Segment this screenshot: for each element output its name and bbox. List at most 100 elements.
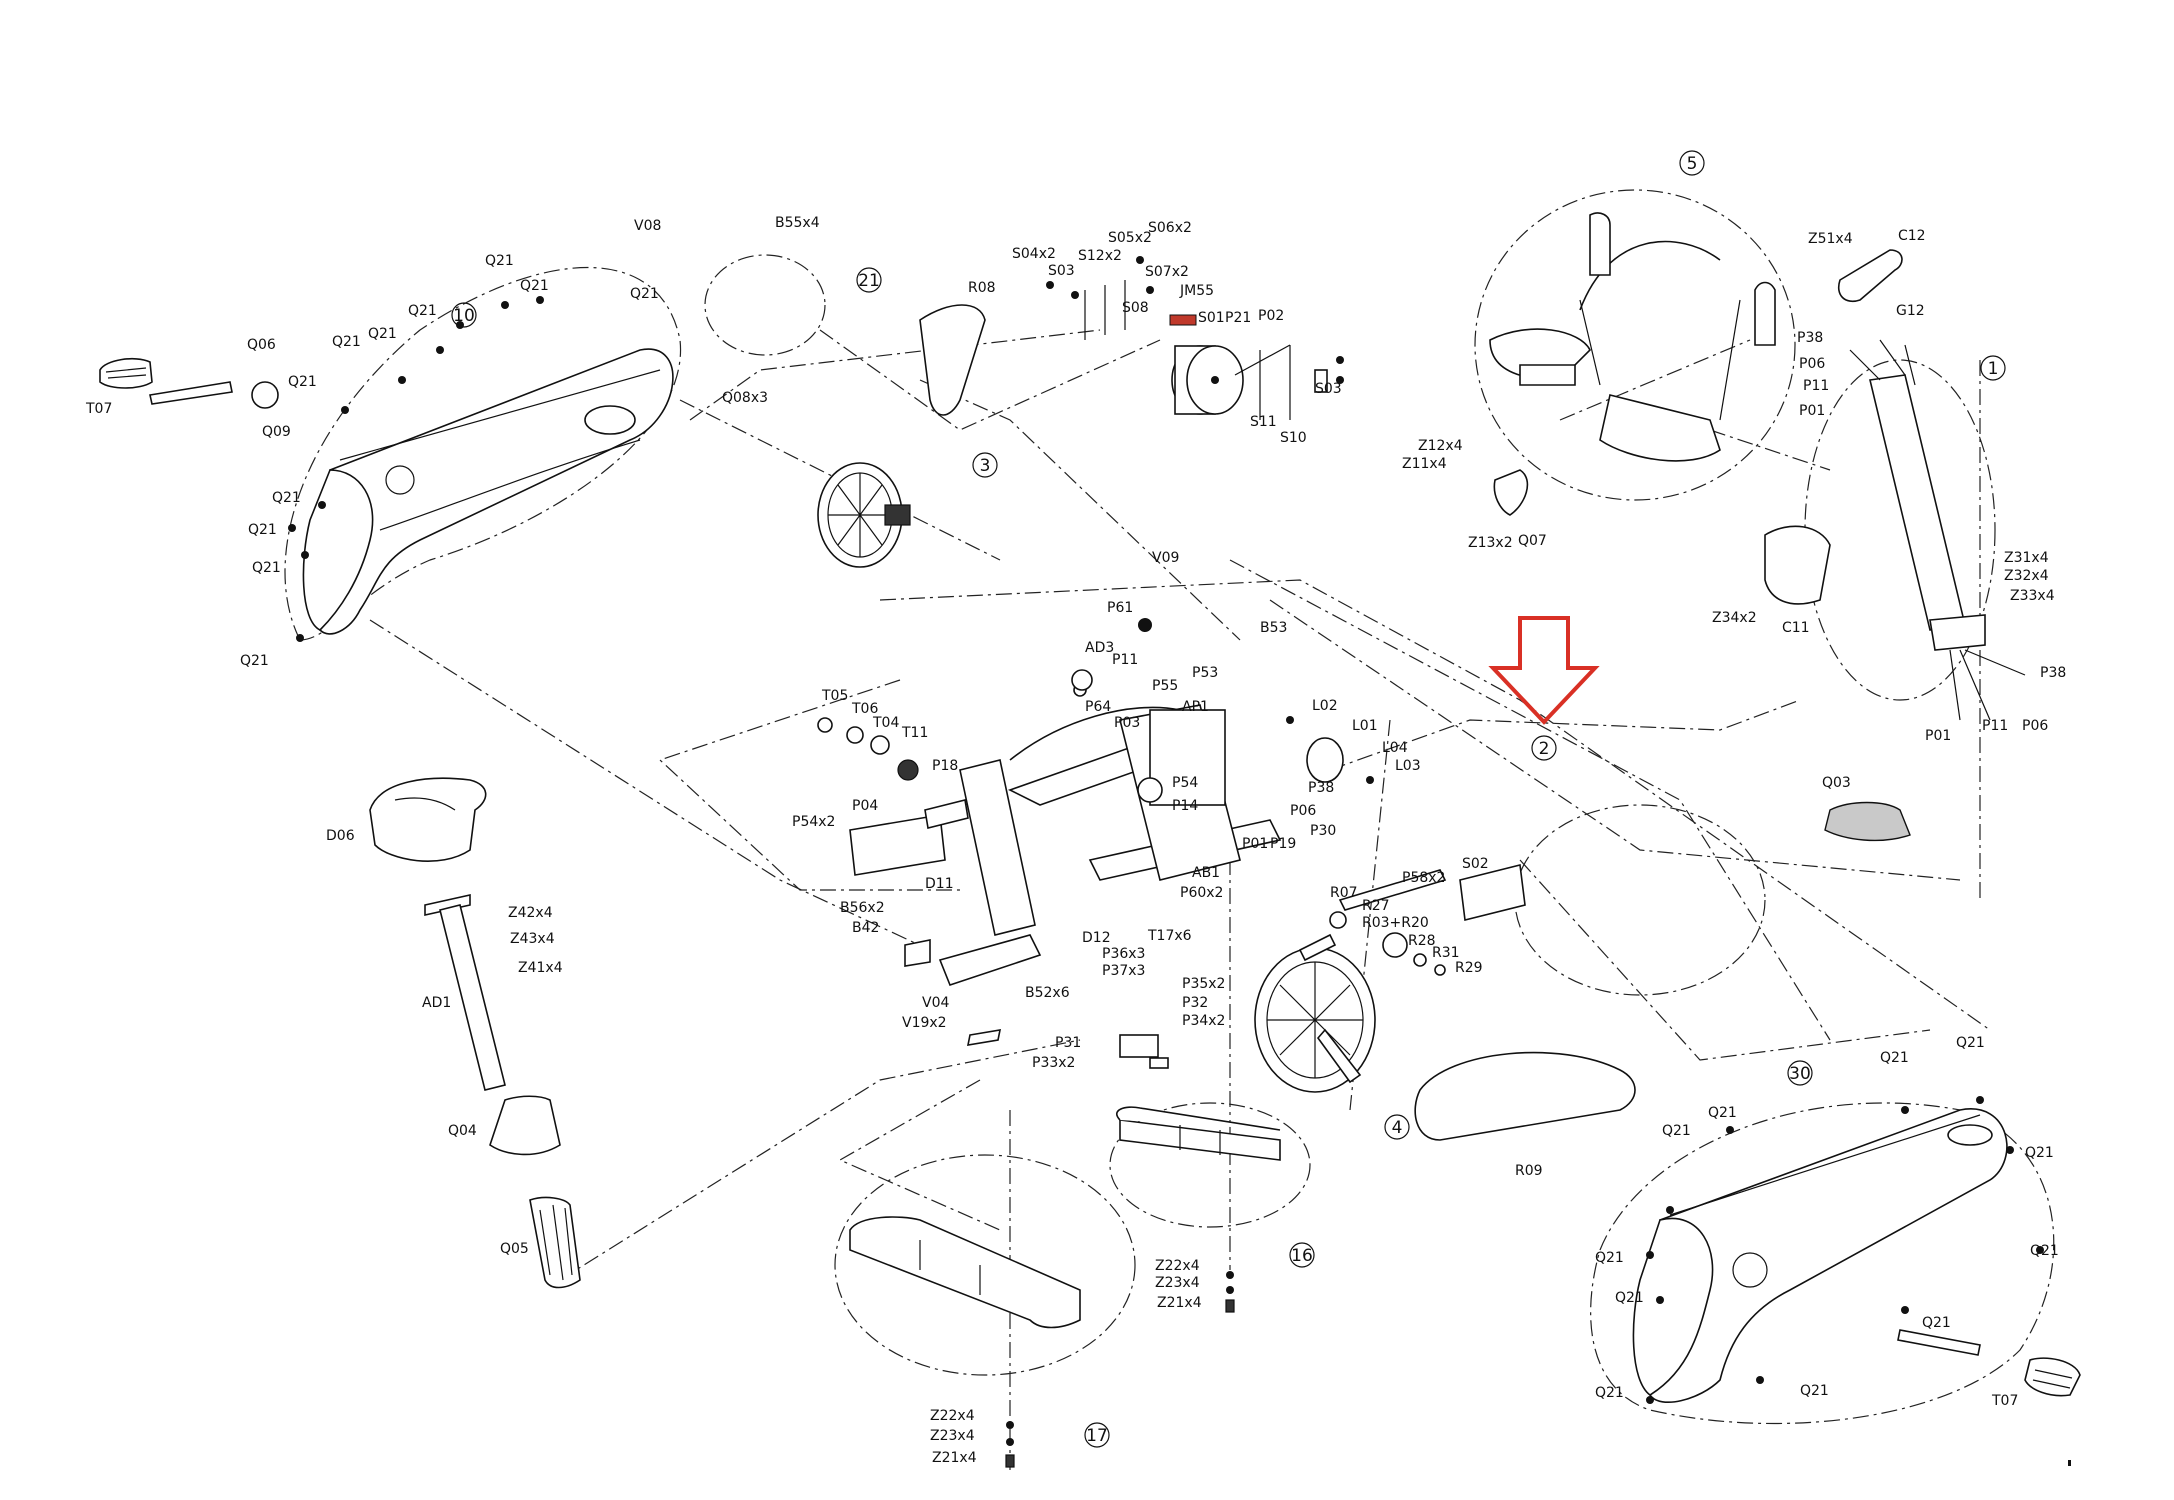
- callout-5: 5: [1687, 154, 1698, 174]
- callout-circle-3: [972, 452, 998, 478]
- label-z51x4: Z51x4: [1808, 231, 1853, 247]
- crank-pulley-4: [1254, 933, 1376, 1093]
- label-p34x2: P34x2: [1182, 1013, 1225, 1029]
- label-q21-r4: Q21: [1956, 1035, 1985, 1051]
- saddle-d06: [369, 777, 487, 862]
- label-v04: V04: [922, 995, 949, 1011]
- label-s07x2: S07x2: [1145, 264, 1189, 280]
- label-b56x2: B56x2: [840, 900, 885, 916]
- label-p01-b: P01: [1925, 728, 1951, 744]
- label-p64: P64: [1085, 699, 1111, 715]
- label-z22x4-a: Z22x4: [1155, 1258, 1200, 1274]
- label-p03: P03: [1114, 715, 1140, 731]
- callout-16: 16: [1291, 1246, 1313, 1266]
- label-r07: R07: [1330, 885, 1358, 901]
- label-t11: T11: [901, 725, 928, 741]
- label-t06: T06: [851, 701, 878, 717]
- label-r09: R09: [1515, 1163, 1543, 1179]
- label-q21-r5: Q21: [2025, 1145, 2054, 1161]
- label-r08: R08: [968, 280, 996, 296]
- label-q21-f: Q21: [520, 278, 549, 294]
- label-q21-i: Q21: [248, 522, 277, 538]
- label-q21-r10: Q21: [1595, 1385, 1624, 1401]
- label-q06: Q06: [247, 337, 276, 353]
- label-z11x4: Z11x4: [1402, 456, 1447, 472]
- label-p61: P61: [1107, 600, 1133, 616]
- label-b42: B42: [852, 920, 879, 936]
- label-p37x3: P37x3: [1102, 963, 1145, 979]
- label-d06: D06: [326, 828, 355, 844]
- callout-21: 21: [858, 271, 880, 291]
- label-c11: C11: [1782, 620, 1810, 636]
- label-r29: R29: [1455, 960, 1483, 976]
- label-z23x4-a: Z23x4: [1155, 1275, 1200, 1291]
- label-p60x2: P60x2: [1180, 885, 1223, 901]
- label-q21-k: Q21: [240, 653, 269, 669]
- label-s03-a: S03: [1048, 263, 1075, 279]
- label-q05: Q05: [500, 1241, 529, 1257]
- label-c12: C12: [1898, 228, 1926, 244]
- frame-hardware: [817, 618, 1526, 1069]
- label-z34x2: Z34x2: [1712, 610, 1757, 626]
- label-p18: P18: [932, 758, 958, 774]
- label-p31: P31: [1055, 1035, 1081, 1051]
- fastener-stacks: [1005, 1271, 1235, 1468]
- label-z21x4-b: Z21x4: [932, 1450, 977, 1466]
- label-z23x4-b: Z23x4: [930, 1428, 975, 1444]
- label-z43x4: Z43x4: [510, 931, 555, 947]
- label-s02: S02: [1462, 856, 1489, 872]
- label-q21-b: Q21: [332, 334, 361, 350]
- label-z12x4: Z12x4: [1418, 438, 1463, 454]
- label-p06-c: P06: [1290, 803, 1316, 819]
- label-q21-j: Q21: [252, 560, 281, 576]
- highlight-arrow: [1488, 616, 1600, 725]
- label-q21-r9: Q21: [1922, 1315, 1951, 1331]
- right-pedal: [1897, 1329, 2081, 1397]
- label-q21-r1: Q21: [1662, 1123, 1691, 1139]
- label-p30: P30: [1310, 823, 1336, 839]
- label-ad1: AD1: [422, 995, 451, 1011]
- callout-4: 4: [1392, 1118, 1403, 1138]
- seat-post-ad1: [424, 894, 506, 1091]
- right-side-cover: [1632, 1108, 2008, 1403]
- callout-1: 1: [1988, 359, 1999, 379]
- label-q21-r7: Q21: [1595, 1250, 1624, 1266]
- callout-3: 3: [980, 456, 991, 476]
- label-s11: S11: [1250, 414, 1277, 430]
- label-t05: T05: [821, 688, 848, 704]
- left-pedal: [99, 358, 233, 405]
- label-p06-b: P06: [2022, 718, 2048, 734]
- label-p11-a: P11: [1803, 378, 1829, 394]
- magnet-disc: [1169, 314, 1244, 415]
- label-z21x4-a: Z21x4: [1157, 1295, 1202, 1311]
- label-r27: R27: [1362, 898, 1390, 914]
- label-s03-b: S03: [1315, 381, 1342, 397]
- label-p21: P21: [1225, 310, 1251, 326]
- callout-17: 17: [1086, 1426, 1108, 1446]
- label-p38-c: P38: [1308, 780, 1334, 796]
- label-v19x2: V19x2: [902, 1015, 947, 1031]
- label-q21-r8: Q21: [1615, 1290, 1644, 1306]
- label-l01: L01: [1352, 718, 1378, 734]
- label-p02: P02: [1258, 308, 1284, 324]
- label-s01: S01: [1198, 310, 1225, 326]
- label-z42x4: Z42x4: [508, 905, 553, 921]
- label-z41x4: Z41x4: [518, 960, 563, 976]
- label-p01-c: P01: [1242, 836, 1268, 852]
- label-t17x6: T17x6: [1147, 928, 1192, 944]
- label-p35x2: P35x2: [1182, 976, 1225, 992]
- callout-markers: 10 21 3 5 1 2 4 16 17 30: [451, 150, 2006, 1448]
- label-g12: G12: [1896, 303, 1925, 319]
- label-q21-r6: Q21: [2030, 1243, 2059, 1259]
- label-jm55: JM55: [1179, 283, 1214, 299]
- cover-screws: [288, 296, 2044, 1404]
- callout-2: 2: [1539, 739, 1550, 759]
- label-b52x6: B52x6: [1025, 985, 1070, 1001]
- main-frame: [938, 704, 1282, 986]
- label-t07-right: T07: [1991, 1393, 2018, 1409]
- callout-circle-17: [1084, 1422, 1110, 1448]
- label-q21-r2: Q21: [1708, 1105, 1737, 1121]
- flywheel-assembly-3: [817, 462, 911, 568]
- label-p33x2: P33x2: [1032, 1055, 1075, 1071]
